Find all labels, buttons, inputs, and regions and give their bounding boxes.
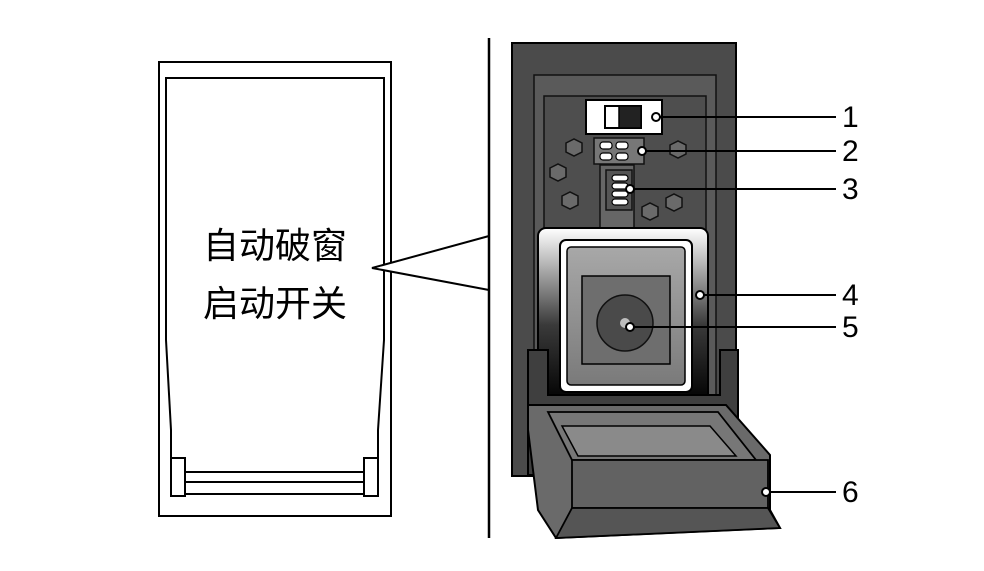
- bolt-icon: [565, 138, 583, 157]
- part-5-center-button: [596, 294, 654, 352]
- part-1-switch: [585, 99, 663, 135]
- part-3-spring: [605, 169, 633, 211]
- caption-pointer: [371, 235, 490, 291]
- callout-2: 2: [842, 135, 859, 168]
- bolt-icon: [641, 202, 659, 221]
- callout-6: 6: [842, 476, 859, 509]
- callout-3: 3: [842, 173, 859, 206]
- bolt-icon: [669, 140, 687, 159]
- callout-1: 1: [842, 101, 859, 134]
- callout-lines: [625, 112, 836, 497]
- bolt-icon: [561, 191, 579, 210]
- cover-panel: [165, 77, 385, 473]
- open-device-panel: [511, 42, 782, 540]
- cover-hinge-right: [363, 457, 379, 497]
- part-6-open-cover: [527, 349, 782, 540]
- hex-bolts: [549, 138, 687, 221]
- callout-5: 5: [842, 311, 859, 344]
- caption-line-1: 自动破窗: [203, 226, 347, 267]
- part-2-connector: [593, 137, 645, 165]
- closed-cover-panel: 自动破窗 启动开关: [158, 61, 392, 517]
- bolt-icon: [549, 163, 567, 182]
- caption-line-2: 启动开关: [203, 284, 347, 325]
- callout-4: 4: [842, 279, 859, 312]
- bolt-icon: [665, 193, 683, 212]
- cover-hinge-left: [170, 457, 186, 497]
